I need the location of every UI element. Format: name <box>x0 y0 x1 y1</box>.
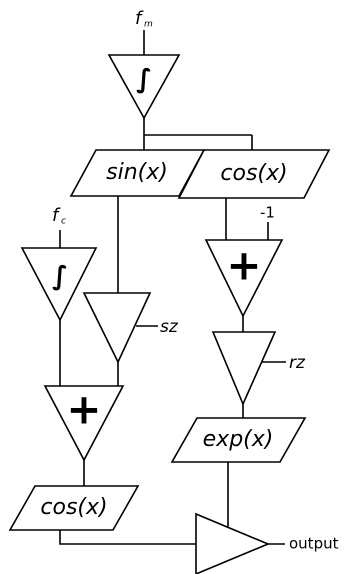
fm-label-sub: m <box>144 20 153 30</box>
integrator-left-symbol: ∫ <box>52 262 68 292</box>
cos-bottom-block: cos(x) <box>8 485 140 531</box>
integrator-left-triangle <box>20 247 98 322</box>
fc-label-sub: c <box>61 217 66 227</box>
adder-right-symbol: + <box>226 241 261 290</box>
fm-label: f m <box>135 8 153 30</box>
cos-top-block: cos(x) <box>177 149 331 199</box>
integrator-top-symbol: ∫ <box>136 65 152 95</box>
exp-block: exp(x) <box>170 417 307 463</box>
rz-triangle <box>211 331 277 407</box>
cos-bottom-parallelogram <box>8 485 140 531</box>
sin-parallelogram <box>69 149 206 197</box>
sz-gain-block <box>82 292 152 364</box>
fc-label-base: f <box>52 205 61 226</box>
exp-parallelogram <box>170 417 307 463</box>
sin-label: sin(x) <box>106 160 168 185</box>
wire-cos-bottom-to-output <box>59 530 196 545</box>
adder-left-block: + <box>43 385 125 462</box>
fc-label: f c <box>52 205 66 227</box>
fm-label-base: f <box>135 8 144 29</box>
exp-label: exp(x) <box>203 427 274 452</box>
cos-top-label: cos(x) <box>220 161 287 186</box>
integrator-left-block: ∫ <box>20 247 98 322</box>
output-amplifier-block <box>195 512 271 574</box>
sz-label: sz <box>160 317 179 337</box>
wires <box>59 30 286 545</box>
sin-block: sin(x) <box>69 149 206 197</box>
minus-one-label: -1 <box>260 204 275 222</box>
integrator-top-block: ∫ <box>107 54 181 120</box>
rz-label: rz <box>289 353 306 373</box>
output-label: output <box>289 535 339 553</box>
adder-right-block: + <box>204 239 284 318</box>
adder-left-symbol: + <box>66 385 101 434</box>
sz-triangle <box>82 292 152 364</box>
rz-gain-block <box>211 331 277 407</box>
output-amplifier-triangle <box>195 512 271 574</box>
cos-top-parallelogram <box>177 149 331 199</box>
adder-right-triangle <box>204 239 284 318</box>
integrator-top-triangle <box>107 54 181 120</box>
adder-left-triangle <box>43 385 125 462</box>
cos-bottom-label: cos(x) <box>40 495 107 520</box>
